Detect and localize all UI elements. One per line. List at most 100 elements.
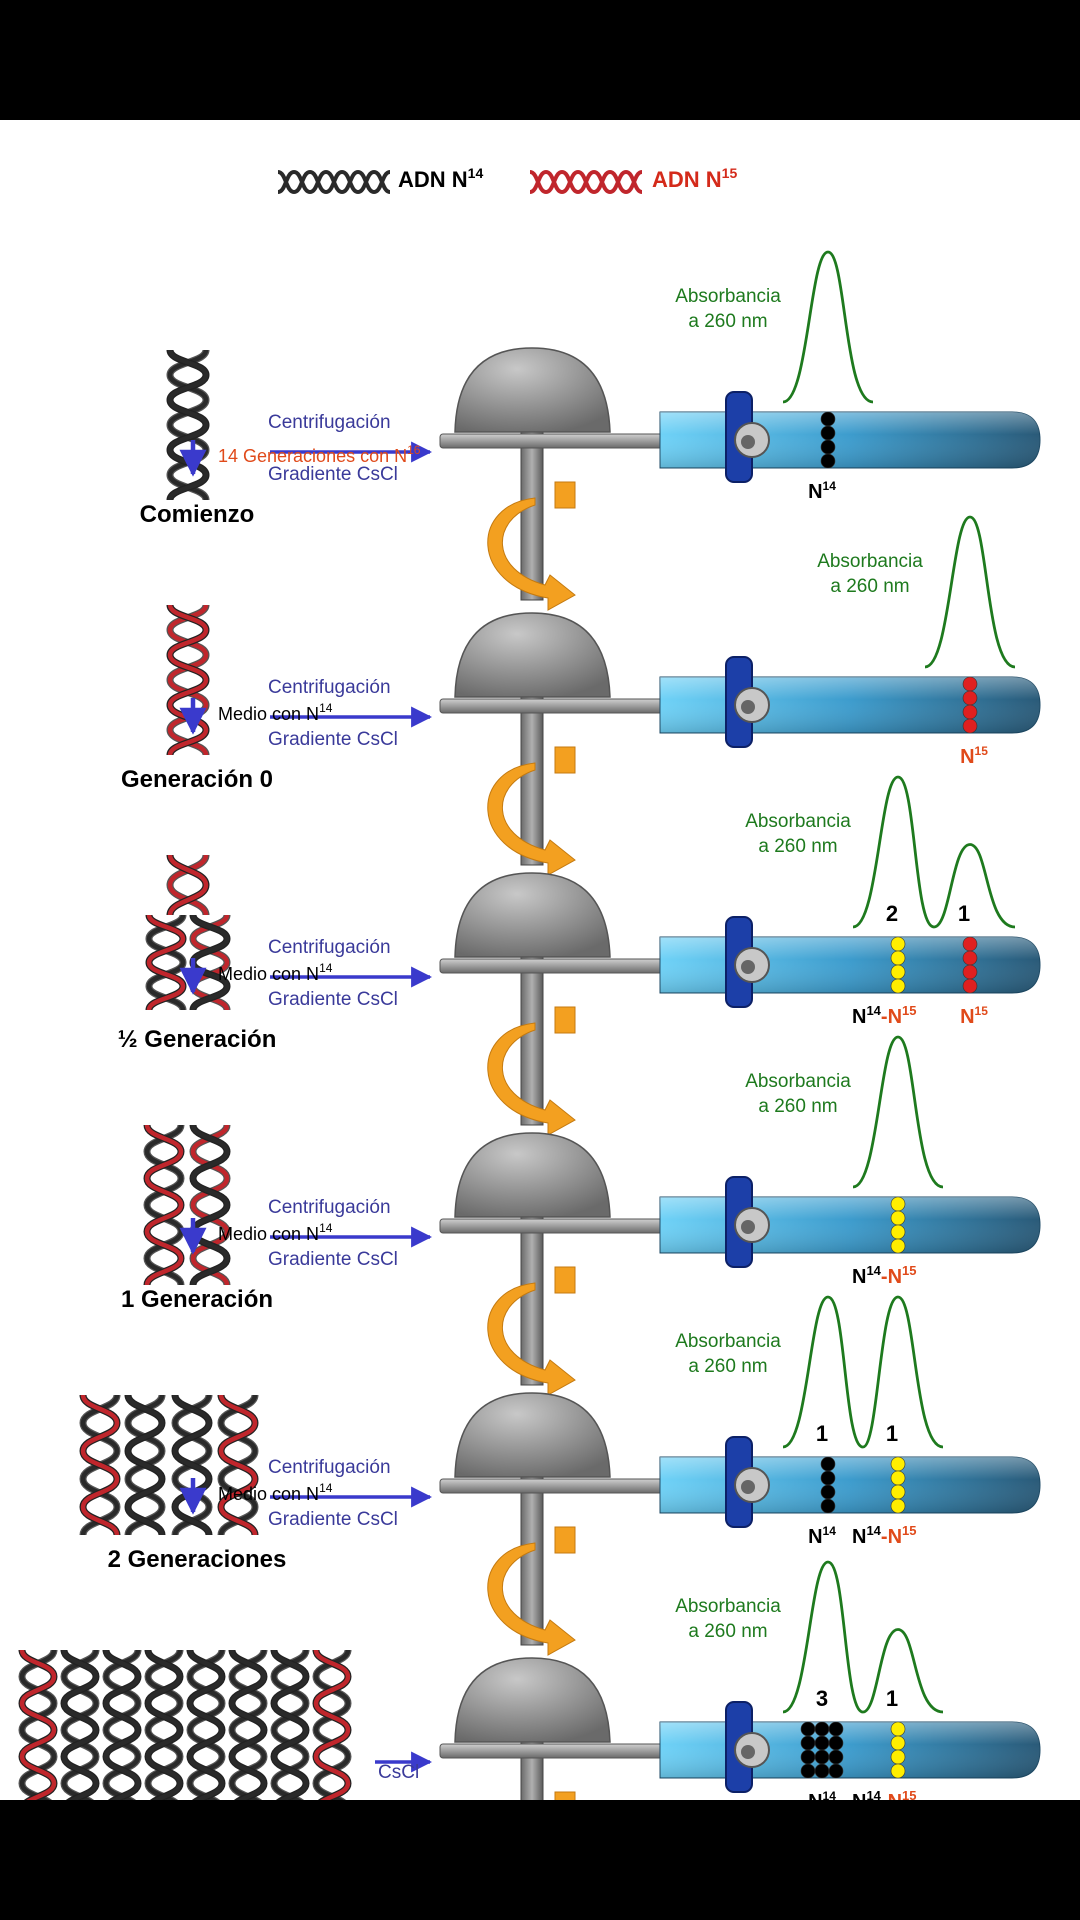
- dna-molecule-parent: [166, 854, 210, 916]
- hybrid-n15: -N: [881, 1006, 902, 1028]
- stage-4-dna-molecules: [143, 1123, 231, 1287]
- rotation-arrow-body: [487, 1542, 576, 1656]
- rotation-arrow-icon: [487, 1006, 576, 1136]
- transition-label: 14 Generaciones con N16: [218, 443, 421, 466]
- tube-shine: [660, 1197, 1040, 1253]
- absorbance-wavelength: a 260 nm: [830, 576, 909, 597]
- dna-molecule-1-strand-b: [19, 1649, 57, 1800]
- dna-molecule-a: [143, 1123, 185, 1287]
- tube-shine: [660, 677, 1040, 733]
- dna-molecule-b-outline-b: [189, 1123, 231, 1287]
- band-dot: [890, 1721, 906, 1737]
- hybrid-n15-sup: 15: [902, 1263, 916, 1278]
- hybrid-n-sup: 14: [866, 1523, 881, 1538]
- centrifuge-rotor-dome: [454, 1657, 611, 1743]
- transition-sup: 14: [319, 701, 333, 715]
- legend-dna-n14-icon: [277, 169, 391, 195]
- dna-molecule-3: [102, 1648, 142, 1800]
- band-n14: [820, 411, 836, 469]
- dna-molecule-daughter-a: [145, 913, 187, 1012]
- transition-label: Medio con N14: [218, 701, 333, 724]
- centrifugation-text: Centrifugación: [268, 1457, 391, 1478]
- centrifuge-tube: [659, 916, 1041, 1008]
- band-dot: [890, 1456, 906, 1472]
- band-n14: [800, 1721, 844, 1779]
- absorbance-curve: [924, 515, 1016, 669]
- rotation-arrow-tail: [554, 746, 576, 774]
- dna-molecule-a-strand-a: [144, 1124, 184, 1286]
- dna-molecule-2: [124, 1393, 166, 1537]
- band-dot: [814, 1749, 830, 1765]
- band-dot: [890, 1484, 906, 1500]
- gradient-text: Gradiente CsCl: [268, 989, 398, 1010]
- band-label-hybrid: N14-N15: [852, 1003, 917, 1028]
- rotation-arrow-tail: [554, 481, 576, 509]
- centrifuge-tube: [659, 391, 1041, 483]
- band-dot: [890, 1749, 906, 1765]
- rotation-arrow-body: [487, 497, 576, 611]
- band-dot: [890, 1763, 906, 1779]
- dna-molecule-a-strand-b: [144, 1124, 184, 1286]
- dna-molecule-1: [18, 1648, 58, 1800]
- dna-molecule-6-strand-a: [229, 1649, 267, 1800]
- band-label-n15-base: N: [960, 746, 974, 768]
- stage-2-dna-molecules: [166, 603, 210, 757]
- band-dot: [962, 690, 978, 706]
- dna-molecule: [166, 348, 210, 502]
- band-dot: [820, 439, 836, 455]
- band-dot: [890, 936, 906, 952]
- transition-2: Medio con N14: [179, 698, 333, 735]
- band-dot: [820, 425, 836, 441]
- dna-molecule-a-outline-a: [143, 1123, 185, 1287]
- stage-1-dna-molecules: [166, 348, 210, 502]
- band-dot: [820, 453, 836, 469]
- hybrid-n15-sup: 15: [902, 1003, 916, 1018]
- centrifuge-rotor-dome: [454, 347, 611, 433]
- hybrid-n-sup: 14: [866, 1263, 881, 1278]
- band-label-n14-sup: 14: [823, 1789, 837, 1800]
- dna-molecule-outline-b: [166, 603, 210, 757]
- band-hybrid: [890, 1196, 906, 1254]
- dna-molecule-3-strand-b: [103, 1649, 141, 1800]
- stage-2-label: Generación 0: [121, 766, 273, 793]
- absorbance-curve: [782, 1295, 944, 1449]
- transition-sup: 14: [319, 961, 333, 975]
- band-dot: [814, 1763, 830, 1779]
- band-dot: [820, 1498, 836, 1514]
- hybrid-n15: -N: [881, 1791, 902, 1800]
- legend-n14-label: ADN N14: [398, 165, 483, 192]
- band-dot: [890, 1196, 906, 1212]
- transition-label: Medio con N14: [218, 961, 333, 984]
- band-label-n15: N15: [960, 744, 988, 768]
- rotation-arrow-tail: [554, 1526, 576, 1554]
- band-dot: [890, 1224, 906, 1240]
- band-label-hybrid: N14-N15: [852, 1523, 917, 1548]
- dna-molecule-2-strand-a: [125, 1394, 165, 1536]
- legend-dna-n15-icon: [529, 169, 643, 195]
- absorbance-curve: [782, 1560, 944, 1714]
- dna-molecule-2: [60, 1648, 100, 1800]
- dna-molecule-6-strand-b: [229, 1649, 267, 1800]
- dna-molecule-2-strand-a: [61, 1649, 99, 1800]
- band-dot: [962, 936, 978, 952]
- hybrid-n: N: [852, 1006, 866, 1028]
- absorbance-curve: [782, 250, 874, 404]
- rotation-arrow-tail: [554, 1006, 576, 1034]
- band-dot: [962, 950, 978, 966]
- band-ratio-label: 1: [886, 1686, 898, 1711]
- tube-pivot-center: [741, 435, 755, 449]
- stage-3-label: ½ Generación: [118, 1026, 277, 1053]
- absorbance-wavelength: a 260 nm: [758, 836, 837, 857]
- dna-molecule-5: [186, 1648, 226, 1800]
- transition-sup: 14: [319, 1221, 333, 1235]
- rotation-arrow-icon: [487, 1266, 576, 1396]
- legend-helix-dark-strand-b: [277, 169, 391, 195]
- dna-molecule-4: [217, 1393, 259, 1537]
- dna-molecule-strand-b: [167, 349, 209, 501]
- stage-5-label: 2 Generaciones: [108, 1546, 287, 1573]
- dna-molecule-8-strand-b: [313, 1649, 351, 1800]
- stage-5-dna-molecules: [79, 1393, 259, 1537]
- tube-pivot-center: [741, 960, 755, 974]
